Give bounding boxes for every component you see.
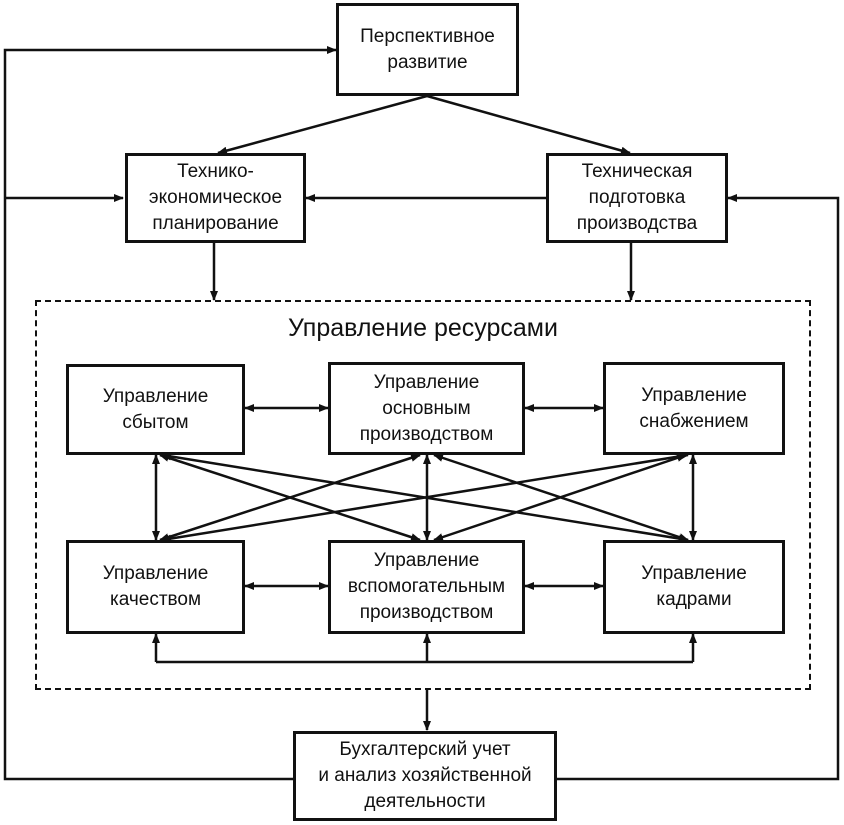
- node-supply-management: Управление снабжением: [603, 362, 785, 455]
- node-label: Управление качеством: [102, 563, 209, 610]
- node-label: Перспективное развитие: [360, 25, 495, 73]
- edge-perspective-tech-econ: [217, 94, 428, 155]
- node-label: Управление сбытом: [102, 385, 209, 433]
- group-title: Управление ресурсами: [288, 314, 558, 342]
- node-accounting-analysis: Бухгалтерский учет и анализ хозяйственно…: [293, 731, 557, 821]
- edge-supply-aux-prod: [433, 453, 687, 542]
- node-sales-management: Управление сбытом: [66, 364, 245, 455]
- node-auxiliary-production-management: Управление вспомогательным производством: [328, 540, 525, 634]
- node-label: Управление кадрами: [641, 563, 747, 610]
- node-label: Техническая подготовка производства: [576, 161, 698, 234]
- feedback-left-loop: [3, 46, 337, 781]
- node-label: Управление вспомогательным производством: [347, 550, 506, 623]
- node-label: Бухгалтерский учет и анализ хозяйственно…: [318, 739, 532, 812]
- node-main-production-management: Управление основным производством: [328, 362, 525, 455]
- node-label: Технико- экономическое планирование: [148, 161, 283, 234]
- node-label: Управление снабжением: [639, 384, 749, 432]
- node-personnel-management: Управление кадрами: [603, 540, 785, 634]
- node-perspective-development: Перспективное развитие: [336, 3, 519, 96]
- node-tech-econ-planning: Технико- экономическое планирование: [125, 153, 306, 243]
- node-quality-management: Управление качеством: [66, 540, 245, 634]
- resource-management-group: Управление ресурсами: [35, 300, 811, 690]
- edge-perspective-tech-prep: [426, 94, 631, 155]
- feedback-right-loop: [557, 194, 840, 781]
- node-tech-production-prep: Техническая подготовка производства: [546, 153, 728, 243]
- node-label: Управление основным производством: [359, 371, 494, 445]
